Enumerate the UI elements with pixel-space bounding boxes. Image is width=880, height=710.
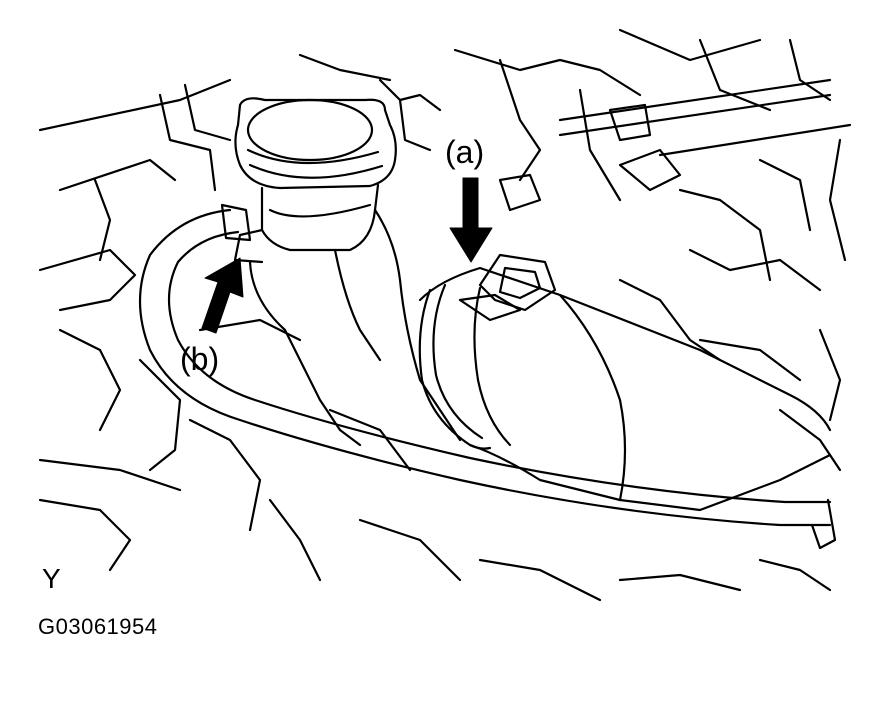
callout-label-a: (a) [445,134,484,170]
figure-code: G03061954 [38,614,158,639]
engine-background-lines [38,28,847,602]
arrow-b [201,257,244,334]
radiator-filler-neck [233,183,462,447]
view-marker: Y [42,563,61,594]
overflow-hose-b [138,203,837,550]
upper-rail [498,78,852,212]
arrow-a [449,177,493,263]
callout-label-b: (b) [180,341,219,377]
hose-clamp-a [418,253,557,450]
radiator-hose-a [418,266,832,512]
radiator-cap [234,97,397,190]
